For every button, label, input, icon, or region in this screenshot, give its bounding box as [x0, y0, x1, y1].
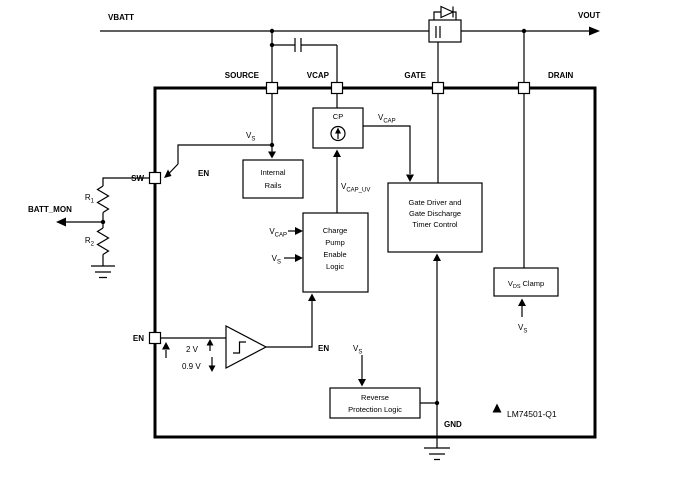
- internal-rails-label-1: Internal: [260, 168, 285, 177]
- gate-pin-label: GATE: [404, 71, 426, 80]
- vs-label-rpl: VS: [353, 344, 362, 356]
- ground-symbol-icon: [424, 447, 450, 461]
- arrowhead-icon: [406, 174, 414, 182]
- arrowhead-icon: [333, 149, 341, 157]
- gate-driver-label-3: Timer Control: [412, 220, 457, 229]
- drain-pin: [517, 81, 531, 95]
- current-source-icon: [330, 125, 346, 142]
- part-number-group: LM74501-Q1: [492, 403, 557, 419]
- en-comparator-net: EN 2 V 0.9 V: [160, 293, 329, 372]
- batt-mon-arrowhead-icon: [56, 217, 66, 227]
- vbatt-label: VBATT: [108, 13, 134, 22]
- vout-arrowhead-icon: [589, 26, 600, 36]
- switch-arrowhead-icon: [164, 169, 172, 178]
- reverse-protection-block: [329, 387, 421, 419]
- charge-pump-block: CP VCAP VCAP_UV: [312, 93, 414, 213]
- arrowhead-icon: [268, 151, 276, 159]
- reverse-protection-label-1: Reverse: [361, 393, 389, 402]
- threshold-0p9v-label: 0.9 V: [182, 362, 201, 371]
- threshold-2v-label: 2 V: [186, 345, 199, 354]
- r2-label: R2: [85, 236, 95, 248]
- en-comparator-icon: [225, 325, 268, 369]
- vs-label-vds: VS: [518, 323, 527, 335]
- en-comparator-label: EN: [318, 344, 329, 353]
- gate-pin: [431, 81, 445, 95]
- external-mosfet: [428, 5, 462, 83]
- cp-enable-label-4: Logic: [326, 262, 344, 271]
- sw-external-wire: [102, 177, 150, 186]
- internal-rails-label-2: Rails: [265, 181, 282, 190]
- top-rail: VBATT VOUT: [100, 11, 600, 36]
- charge-pump-enable-block: [302, 212, 369, 293]
- switch-wire: [177, 144, 272, 164]
- arrowhead-icon: [358, 379, 366, 387]
- up-arrow-icon: [492, 403, 502, 413]
- arrowhead-icon: [433, 253, 441, 261]
- part-number-label: LM74501-Q1: [507, 409, 557, 419]
- up-arrow-icon: [206, 339, 214, 346]
- en-pin: [148, 331, 162, 345]
- internal-rails-net: VS Internal Rails: [242, 93, 304, 199]
- en-switch-label: EN: [198, 169, 209, 178]
- batt-mon-label: BATT_MON: [28, 205, 72, 214]
- arrowhead-icon: [295, 227, 303, 235]
- vcap-pin: [330, 81, 344, 95]
- vs-input-label: VS: [272, 254, 281, 266]
- r2-resistor-icon: [96, 227, 110, 256]
- source-pin-label: SOURCE: [225, 71, 260, 80]
- r1-resistor-icon: [96, 185, 110, 214]
- gnd-wire: [420, 402, 438, 448]
- gate-driver-label-2: Gate Discharge: [409, 209, 461, 218]
- internal-rails-block: [242, 159, 304, 199]
- arrowhead-icon: [295, 254, 303, 262]
- cp-enable-label-2: Pump: [325, 238, 345, 247]
- mosfet-gate-bars-icon: [435, 26, 441, 38]
- current-source-arrowhead-icon: [335, 127, 341, 134]
- en-pin-label: EN: [133, 334, 144, 343]
- reverse-protection-net: VS Reverse Protection Logic: [329, 344, 421, 419]
- vcap-pin-label: VCAP: [307, 71, 330, 80]
- drain-pin-label: DRAIN: [548, 71, 574, 80]
- down-arrow-icon: [208, 365, 216, 372]
- sw-pin: [148, 171, 162, 185]
- capacitor-icon: [294, 38, 302, 52]
- junction-dot: [434, 400, 440, 406]
- vds-clamp-block: [493, 267, 559, 297]
- mosfet-body: [428, 19, 462, 43]
- vcap-capacitor-branch: [269, 31, 525, 83]
- cp-enable-label-1: Charge: [323, 226, 348, 235]
- gnd-pin-label: GND: [444, 420, 462, 429]
- vcap-uv-label: VCAP_UV: [341, 182, 370, 194]
- ground-symbol-icon: [91, 265, 115, 279]
- vcap-wire-label: VCAP: [378, 113, 396, 125]
- r1-label: R1: [85, 193, 95, 205]
- body-diode-icon: [440, 5, 455, 19]
- vcap-input-label: VCAP: [269, 227, 287, 239]
- cp-enable-label-3: Enable: [323, 250, 346, 259]
- comparator-output-wire: [266, 301, 313, 348]
- hysteresis-icon: [233, 341, 246, 354]
- cp-block-label: CP: [333, 112, 343, 121]
- arrowhead-icon: [308, 293, 316, 301]
- vs-label-source: VS: [246, 131, 255, 143]
- chip-boundary: [153, 86, 597, 439]
- gate-driver-net: Gate Driver and Gate Discharge Timer Con…: [387, 93, 483, 253]
- arrowhead-icon: [518, 298, 526, 306]
- gate-driver-label-1: Gate Driver and: [409, 198, 462, 207]
- vcap-supply-wire: [363, 125, 411, 174]
- arrowhead-icon: [162, 342, 170, 350]
- gate-driver-block: [387, 182, 483, 253]
- charge-pump-enable-net: Charge Pump Enable Logic VCAP VS: [269, 212, 369, 293]
- gnd-net: GND: [420, 253, 462, 461]
- sw-switch-net: EN: [164, 142, 275, 178]
- vout-label: VOUT: [578, 11, 600, 20]
- batt-mon-divider: R1 BATT_MON R2: [28, 177, 150, 279]
- source-pin: [265, 81, 279, 95]
- reverse-protection-label-2: Protection Logic: [348, 405, 402, 414]
